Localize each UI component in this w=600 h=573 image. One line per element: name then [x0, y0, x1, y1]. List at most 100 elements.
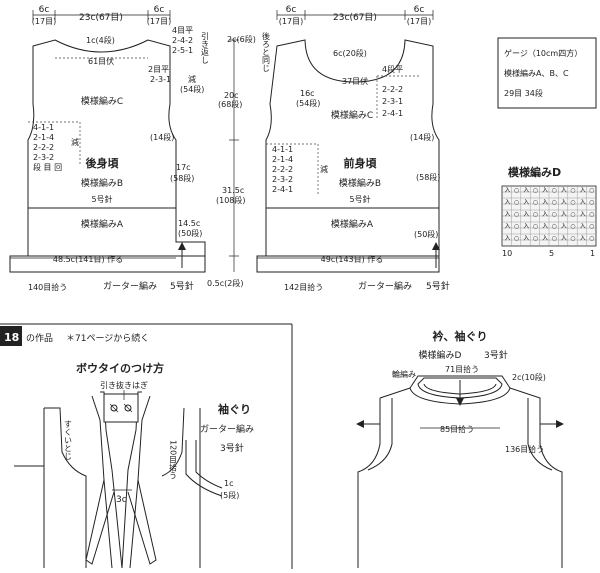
front-side-50: (50段) — [414, 229, 438, 239]
back-shoulder-231: 2-3-1 — [150, 75, 171, 84]
front-title: 前身頃 — [344, 156, 378, 170]
pattern-d-stitch: ○ — [589, 199, 594, 206]
pattern-d-stitch: 入 — [505, 223, 511, 230]
pattern-d-stitch: ○ — [533, 199, 538, 206]
gauge-box: ゲージ（10cm四方） 模様編みA、B、C 29目 34段 — [497, 37, 597, 109]
back-arm-20c: 20c — [224, 91, 239, 100]
armhole-needle: 3号針 — [220, 442, 244, 454]
back-needle-5: 5号針 — [91, 194, 112, 204]
back-neck-hikinuki: 引き返し — [201, 32, 210, 64]
back-neck-251: 2-5-1 — [172, 46, 193, 55]
pattern-d-stitch: 入 — [523, 235, 529, 242]
pattern-d-stitch: 入 — [523, 223, 529, 230]
back-dec-2222: 2-2-2 — [33, 143, 54, 152]
front-pick-up: 142目拾う — [284, 282, 323, 292]
front-neck-2241: 2-4-1 — [382, 109, 403, 118]
armhole-1c: 1c — [224, 479, 234, 488]
pattern-d-stitch: ○ — [552, 211, 557, 218]
collar-pick-85: 85目拾う — [440, 424, 474, 434]
front-neck-2231: 2-3-1 — [382, 97, 403, 106]
back-top-right-17: (17目) — [147, 17, 171, 26]
back-body-diagram: 6c (17目) 23c(67目) 6c (17目) 1c(4段) 4目平 2-… — [9, 5, 256, 292]
pattern-d-stitch: ○ — [552, 199, 557, 206]
back-arm-54: (54段) — [180, 84, 204, 94]
pattern-d-stitch: ○ — [570, 235, 575, 242]
front-dec-2241: 2-4-1 — [272, 185, 293, 194]
back-side-17c: 17c — [176, 163, 191, 172]
pattern-d-stitch: ○ — [570, 199, 575, 206]
pattern-d-stitch: ○ — [514, 187, 519, 194]
pattern-d-stitch: 入 — [523, 211, 529, 218]
pattern-d-stitch: 入 — [542, 223, 548, 230]
back-side-145c: 14.5c — [178, 219, 200, 228]
back-total-108: (108段) — [216, 195, 246, 205]
front-top-mid: 23c(67目) — [333, 12, 377, 23]
pattern-d-stitch: 入 — [561, 211, 567, 218]
front-cast-on: 49c(143目) 作る — [321, 254, 384, 264]
armhole-title: 袖ぐり — [218, 402, 251, 416]
back-outline — [9, 39, 206, 273]
front-body-diagram: 6c (17目) 23c(67目) 6c (17目) 後ろと同じ 6c(20段)… — [256, 5, 450, 292]
front-needle-5: 5号針 — [349, 194, 370, 204]
front-garter-needle: 5号針 — [426, 280, 450, 292]
pattern-d-stitch: ○ — [533, 235, 538, 242]
pattern-d-scale-10: 10 — [502, 249, 512, 258]
pattern-d-stitch: 入 — [542, 211, 548, 218]
front-pattern-a: 模様編みA — [331, 218, 374, 230]
pattern-d-stitch: ○ — [552, 235, 557, 242]
pattern-d-stitch: ○ — [533, 187, 538, 194]
back-dec-2232: 2-3-2 — [33, 153, 54, 162]
front-dec-2222: 2-2-2 — [272, 165, 293, 174]
back-neck-4mokuhira: 4目平 — [172, 26, 193, 35]
front-same-as-back: 後ろと同じ — [262, 31, 271, 72]
pattern-d-stitch: ○ — [589, 211, 594, 218]
back-pattern-c: 模様編みC — [81, 95, 123, 107]
pattern-d-stitch: ○ — [514, 235, 519, 242]
collar-pick-71: 71目拾う — [445, 364, 479, 374]
front-neck-54: (54段) — [296, 98, 320, 108]
front-top-left-6c: 6c — [286, 5, 297, 15]
collar-method: 模様編みD — [419, 349, 462, 361]
pattern-d-stitch: 入 — [580, 199, 586, 206]
back-dec-gen: 減 — [71, 137, 79, 147]
back-dec-4111: 4-1-1 — [33, 123, 54, 132]
armhole-pick-120: 120目拾う — [169, 440, 178, 479]
bowtie-suikuitoji: すくいとじ — [64, 420, 73, 460]
pattern-d-stitch: 入 — [505, 235, 511, 242]
front-garter: ガーター編み — [358, 280, 412, 292]
collar-ring: 輪編み — [392, 369, 416, 379]
pattern-d-stitch: 入 — [542, 187, 548, 194]
front-neck-4mokuhira: 4段平 — [382, 64, 403, 74]
front-neck-37: 37目伏 — [342, 76, 368, 86]
back-top-right-6c: 6c — [154, 5, 165, 15]
pattern-d-stitch: ○ — [552, 223, 557, 230]
pattern-d-stitch: ○ — [570, 211, 575, 218]
pattern-d-stitch: ○ — [514, 223, 519, 230]
pattern-d-stitch: 入 — [580, 223, 586, 230]
back-neck-2c6: 2c(6段) — [227, 34, 256, 44]
pattern-d-stitch: ○ — [570, 223, 575, 230]
pattern-d-stitch: ○ — [514, 199, 519, 206]
front-top-right-6c: 6c — [414, 5, 425, 15]
back-dec-header: 段 目 回 — [33, 162, 62, 172]
back-side-14: (14段) — [150, 132, 174, 142]
pattern-d-stitch: 入 — [561, 199, 567, 206]
front-dec-2141: 2-1-4 — [272, 155, 293, 164]
pattern-d-stitch: 入 — [580, 211, 586, 218]
back-garter: ガーター編み — [103, 280, 157, 292]
collar-title: 衿、袖ぐり — [433, 329, 488, 343]
pattern-d-stitch: 入 — [505, 187, 511, 194]
front-neck-2222: 2-2-2 — [382, 85, 403, 94]
back-shoulder-2mokuhira: 2目平 — [148, 65, 169, 74]
back-pattern-b: 模様編みB — [81, 177, 123, 189]
pattern-d-stitch: 入 — [505, 199, 511, 206]
back-top-mid: 23c(67目) — [79, 12, 123, 23]
front-arm-14: (14段) — [410, 132, 434, 142]
bowtie-title: ボウタイのつけ方 — [76, 361, 164, 375]
collar-needle: 3号針 — [484, 349, 508, 361]
pattern-d-stitch: 入 — [561, 235, 567, 242]
back-cast-on: 48.5c(141目) 作る — [53, 254, 123, 264]
pattern-d-scale-1: 1 — [590, 249, 595, 258]
work-18-label: の作品 — [26, 332, 53, 344]
